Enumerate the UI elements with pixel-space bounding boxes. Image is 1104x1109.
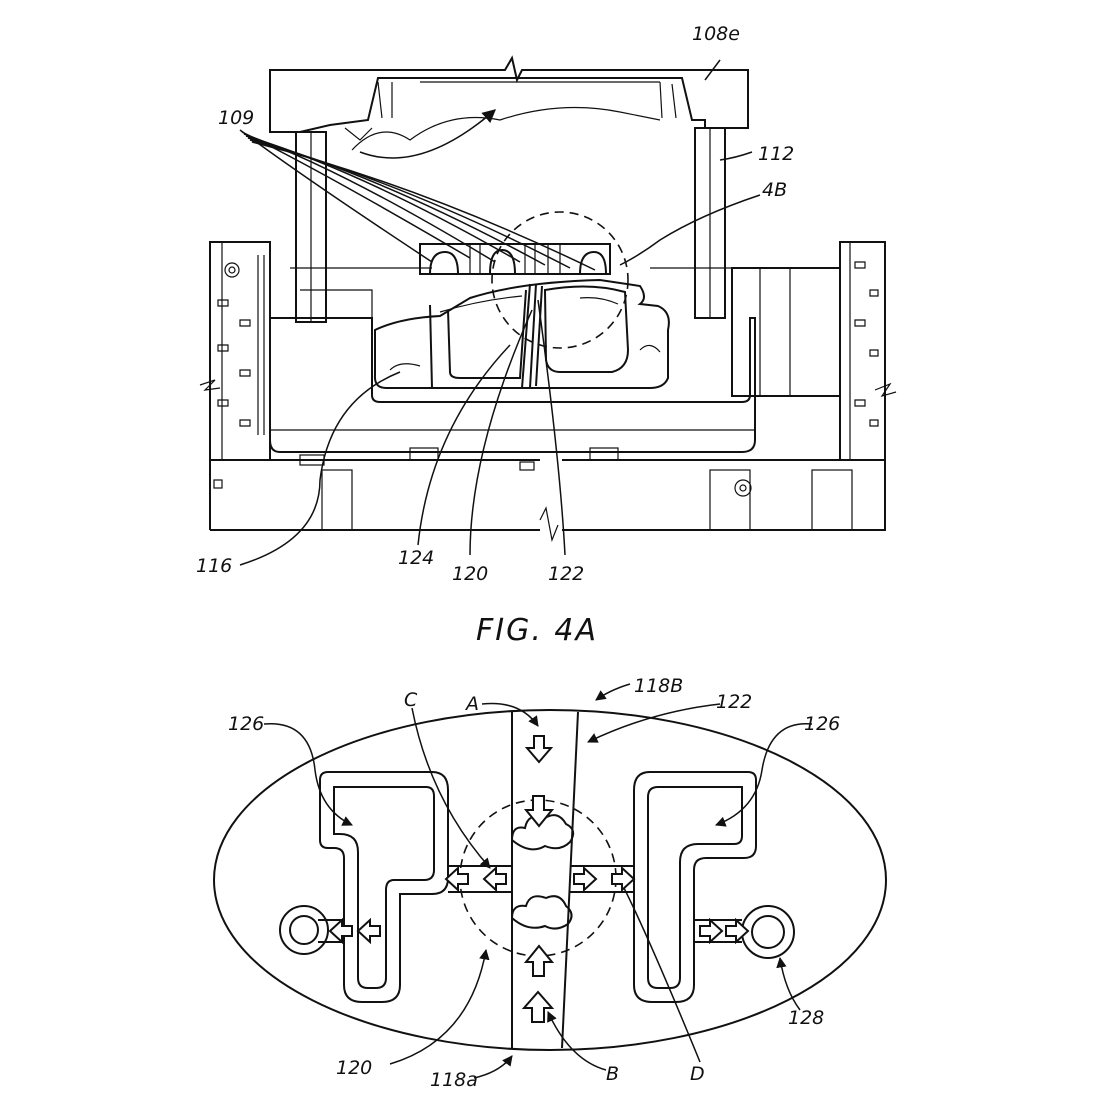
leader-124 <box>417 344 511 546</box>
leader-4b <box>619 194 761 266</box>
leader-122 <box>587 703 721 743</box>
leader-b <box>547 1011 607 1071</box>
label-116: 116 <box>196 555 232 577</box>
runners-top <box>419 243 611 275</box>
label-109: 109 <box>218 107 254 129</box>
label-122: 122 <box>716 691 752 713</box>
arrow-right-well-2 <box>725 917 750 945</box>
label-128: 128 <box>788 1007 824 1029</box>
arrow-left-inner <box>482 865 507 893</box>
casting-part-116 <box>373 278 670 389</box>
label-118b: 118B <box>634 675 683 697</box>
figure-4b: 118B 122 126 126 A C B D 128 120 118a <box>213 675 887 1091</box>
left-frame <box>199 241 271 461</box>
arrow-right-inner <box>573 865 598 893</box>
right-frame <box>731 241 897 461</box>
cavity-126-left <box>319 771 449 1003</box>
upper-die-108e <box>269 55 749 151</box>
label-122: 122 <box>548 563 584 585</box>
leader-128 <box>776 956 801 1011</box>
leader-118b <box>595 683 631 701</box>
label-c: C <box>404 689 418 711</box>
label-120: 120 <box>336 1057 372 1079</box>
overflow-well-left <box>279 905 329 955</box>
arrow-right-well-1 <box>699 917 724 945</box>
press-bed <box>209 459 886 543</box>
arrow-up-bottom <box>521 990 555 1023</box>
leader-126-right <box>715 722 813 827</box>
arrow-left-well-2 <box>328 917 353 945</box>
figure-caption: FIG. 4A <box>476 613 598 648</box>
label-b: B <box>606 1063 619 1085</box>
leader-108e-arrow <box>359 109 497 159</box>
overflow-well-right-128 <box>741 905 795 959</box>
label-108e: 108e <box>692 23 740 45</box>
label-118a: 118a <box>430 1069 478 1091</box>
figure-4a: 108e 109 112 4B 116 124 120 122 FIG. 4A <box>196 23 897 648</box>
cavity-126-right <box>633 771 757 1003</box>
flow-front-cloud-upper <box>510 814 575 851</box>
lower-die <box>269 267 756 471</box>
branch-channels <box>318 865 742 943</box>
label-a: A <box>464 693 479 715</box>
leader-a <box>481 702 539 727</box>
mold-outline-ellipse <box>213 709 887 1051</box>
leader-118a <box>473 1055 513 1079</box>
leader-120 <box>389 948 490 1065</box>
label-120: 120 <box>452 563 488 585</box>
label-126-right: 126 <box>804 713 840 735</box>
arrow-right-outer <box>611 865 636 893</box>
leader-112 <box>719 151 753 161</box>
label-112: 112 <box>758 143 794 165</box>
leader-116 <box>239 371 401 566</box>
leader-126-left <box>263 722 353 826</box>
label-d: D <box>690 1063 705 1085</box>
leader-108e <box>704 59 721 81</box>
arrow-left-well-1 <box>356 917 381 945</box>
label-4b: 4B <box>762 179 787 201</box>
leader-120 <box>469 309 533 556</box>
arrow-left-outer <box>444 865 469 893</box>
flow-front-cloud-lower <box>510 895 573 930</box>
flow-arrows <box>328 735 750 1023</box>
leaders-109 <box>239 129 596 271</box>
leader-d <box>623 887 701 1063</box>
arrow-down-top <box>524 735 554 764</box>
guide-posts-112 <box>295 127 726 323</box>
arrow-up-mid <box>523 944 555 977</box>
detail-4b-circle <box>491 211 629 349</box>
label-124: 124 <box>398 547 434 569</box>
leader-c <box>411 707 491 869</box>
leader-122 <box>537 299 566 556</box>
label-126-left: 126 <box>228 713 264 735</box>
arrow-down-mid <box>523 795 555 828</box>
central-channel-122 <box>511 711 579 1049</box>
